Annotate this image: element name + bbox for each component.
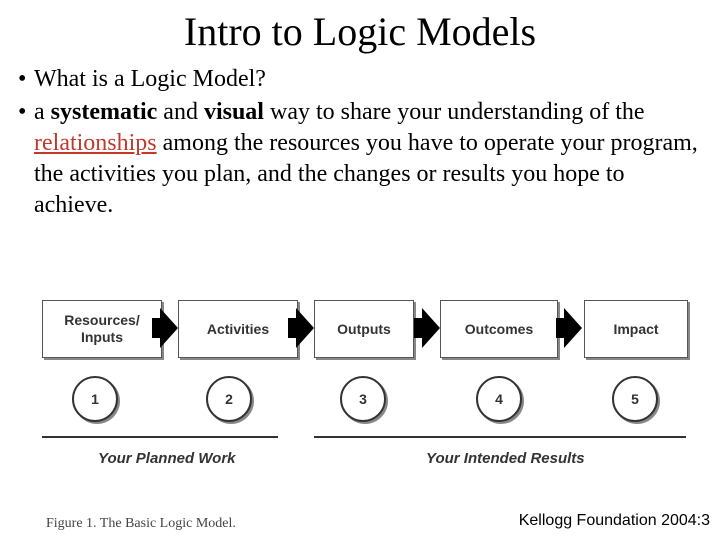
step-number-2: 2 [206, 376, 252, 422]
arrow-stem [414, 318, 424, 338]
intended-results-label: Your Intended Results [426, 450, 585, 467]
logic-model-diagram: Resources/ Inputs Activities Outputs Out… [0, 280, 720, 510]
box-outcomes: Outcomes [440, 300, 558, 358]
text-run: way to share your understanding of the [263, 99, 645, 125]
step-number-5: 5 [612, 376, 658, 422]
arrow-right-icon [564, 308, 582, 348]
box-outputs: Outputs [314, 300, 414, 358]
arrow-right-icon [160, 308, 178, 348]
text-run: among the resources you have to operate … [34, 130, 698, 218]
bullet-item: • What is a Logic Model? [18, 64, 708, 95]
box-impact: Impact [584, 300, 688, 358]
step-number-3: 3 [340, 376, 386, 422]
bullet-list: • What is a Logic Model? • a systematic … [18, 64, 708, 223]
arrow-stem [556, 318, 566, 338]
source-credit: Kellogg Foundation 2004:3 [518, 512, 710, 529]
bullet-dot: • [18, 99, 27, 125]
step-number-1: 1 [72, 376, 118, 422]
text-run: a [34, 99, 51, 125]
text-run: and [157, 99, 204, 125]
arrow-right-icon [422, 308, 440, 348]
intended-results-rule [314, 436, 686, 438]
text-run-bold: systematic [50, 99, 158, 125]
bullet-text: What is a Logic Model? [34, 66, 266, 92]
arrow-right-icon [296, 308, 314, 348]
planned-work-label: Your Planned Work [98, 450, 236, 467]
text-run-bold: visual [203, 99, 264, 125]
bullet-dot: • [18, 66, 27, 92]
arrow-stem [152, 318, 162, 338]
box-resources-inputs: Resources/ Inputs [42, 300, 162, 358]
slide-title: Intro to Logic Models [183, 9, 537, 54]
relationships-link-text: relationships [34, 130, 157, 156]
planned-work-rule [42, 436, 278, 438]
arrow-stem [288, 318, 298, 338]
figure-caption: Figure 1. The Basic Logic Model. [46, 516, 236, 531]
box-activities: Activities [178, 300, 298, 358]
bullet-text: a systematic and visual way to share you… [34, 97, 708, 221]
step-number-4: 4 [476, 376, 522, 422]
bullet-item: • a systematic and visual way to share y… [18, 97, 708, 221]
